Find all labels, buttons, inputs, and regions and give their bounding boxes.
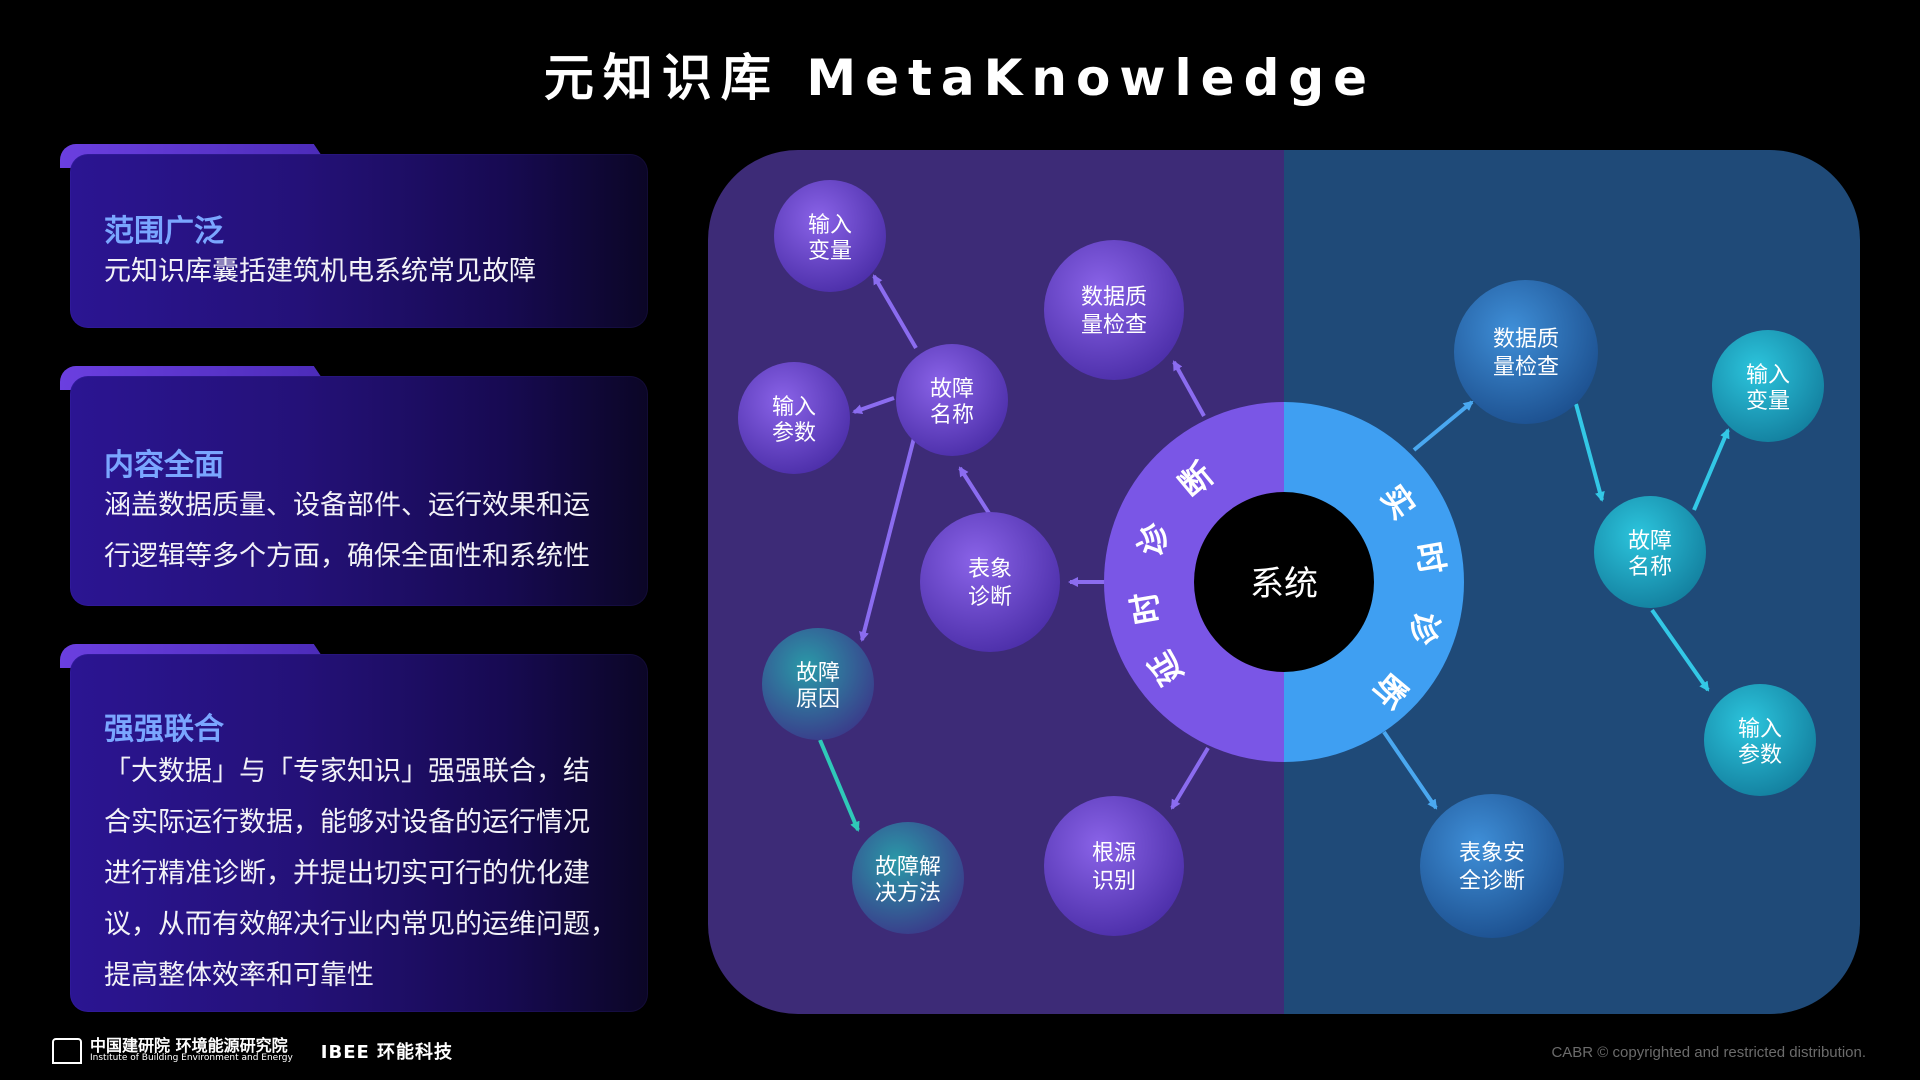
card-line: 提高整体效率和可靠性 — [104, 960, 374, 991]
svg-text:故障: 故障 — [796, 661, 840, 686]
card-line: 进行精准诊断，并提出切实可行的优化建 — [104, 858, 590, 889]
svg-text:诊断: 诊断 — [968, 585, 1012, 610]
svg-text:表象: 表象 — [968, 557, 1012, 582]
institute-emblem-icon — [52, 1038, 82, 1064]
feature-card-content: 内容全面 涵盖数据质量、设备部件、运行效果和运 行逻辑等多个方面，确保全面性和系… — [60, 366, 648, 606]
page-title: 元知识库 MetaKnowledge — [543, 49, 1377, 107]
svg-text:名称: 名称 — [930, 403, 974, 428]
svg-text:参数: 参数 — [1738, 743, 1782, 768]
card-text: 元知识库囊括建筑机电系统常见故障 — [104, 246, 628, 297]
card-line: 行逻辑等多个方面，确保全面性和系统性 — [104, 541, 590, 572]
svg-text:量检查: 量检查 — [1493, 355, 1559, 380]
svg-text:全诊断: 全诊断 — [1459, 869, 1525, 894]
card-line: 合实际运行数据，能够对设备的运行情况 — [104, 807, 590, 838]
diagnosis-diagram: 系统 延 时 诊 断 实 时 诊 断 输入 变量 输入 参数 故障 名称 — [708, 150, 1860, 1014]
svg-text:原因: 原因 — [796, 687, 840, 712]
right-node-fault-name: 故障 名称 — [1594, 496, 1706, 608]
arrow-fault-name-to-right-input-var — [1692, 428, 1730, 511]
left-node-input-param: 输入 参数 — [738, 362, 850, 474]
org-subtitle: Institute of Building Environment and En… — [90, 1053, 293, 1063]
left-node-input-var: 输入 变量 — [774, 180, 886, 292]
svg-text:根源: 根源 — [1092, 841, 1136, 866]
card-text: 「大数据」与「专家知识」强强联合，结 合实际运行数据，能够对设备的运行情况 进行… — [104, 746, 628, 1001]
arrow-ring-to-data-quality — [1172, 360, 1206, 417]
arrow-fault-name-to-input-param — [852, 396, 895, 415]
arrow-ring-to-root — [1170, 746, 1210, 810]
right-node-data-quality: 数据质 量检查 — [1454, 280, 1598, 424]
left-node-fault-name: 故障 名称 — [896, 344, 1008, 456]
right-ring-char: 时 — [1409, 539, 1452, 577]
right-node-input-var: 输入 变量 — [1712, 330, 1824, 442]
org-name: 中国建研院 环境能源研究院 Institute of Building Envi… — [90, 1036, 293, 1064]
card-line: 「大数据」与「专家知识」强强联合，结 — [104, 756, 590, 787]
arrow-fault-name-to-cause — [859, 437, 916, 642]
left-node-root-cause: 根源 识别 — [1044, 796, 1184, 936]
feature-card-synergy: 强强联合 「大数据」与「专家知识」强强联合，结 合实际运行数据，能够对设备的运行… — [60, 644, 648, 1012]
card-line: 议，从而有效解决行业内常见的运维问题， — [104, 909, 617, 940]
arrow-fault-name-to-input-var — [872, 274, 918, 350]
arrow-cause-to-solution — [818, 739, 860, 832]
svg-text:故障解: 故障解 — [875, 855, 941, 880]
right-node-symptom-safety: 表象安 全诊断 — [1420, 794, 1564, 938]
svg-text:数据质: 数据质 — [1081, 285, 1147, 310]
svg-text:输入: 输入 — [808, 213, 852, 238]
arrow-ring-to-symptom-safety — [1382, 730, 1438, 810]
svg-text:参数: 参数 — [772, 421, 816, 446]
card-body: 强强联合 「大数据」与「专家知识」强强联合，结 合实际运行数据，能够对设备的运行… — [70, 654, 648, 1012]
right-node-input-param: 输入 参数 — [1704, 684, 1816, 796]
card-line: 涵盖数据质量、设备部件、运行效果和运 — [104, 490, 590, 521]
left-node-fault-solution: 故障解 决方法 — [852, 822, 964, 934]
center-label: 系统 — [1250, 564, 1318, 604]
svg-text:故障: 故障 — [1628, 529, 1672, 554]
left-ring-char: 时 — [1125, 589, 1168, 627]
copyright-notice: CABR © copyrighted and restricted distri… — [1551, 1044, 1866, 1061]
svg-text:输入: 输入 — [1738, 717, 1782, 742]
svg-text:输入: 输入 — [1746, 363, 1790, 388]
card-body: 内容全面 涵盖数据质量、设备部件、运行效果和运 行逻辑等多个方面，确保全面性和系… — [70, 376, 648, 606]
arrow-symptom-to-fault-name — [958, 466, 994, 520]
arrow-data-quality-to-fault-name — [1574, 403, 1605, 502]
feature-card-scope: 范围广泛 元知识库囊括建筑机电系统常见故障 — [60, 144, 648, 328]
svg-text:故障: 故障 — [930, 377, 974, 402]
center-system-node — [1194, 492, 1374, 672]
svg-text:输入: 输入 — [772, 395, 816, 420]
svg-text:决方法: 决方法 — [875, 881, 941, 906]
svg-text:数据质: 数据质 — [1493, 327, 1559, 352]
card-line: 元知识库囊括建筑机电系统常见故障 — [104, 256, 536, 287]
left-node-symptom-diagnosis: 表象 诊断 — [920, 512, 1060, 652]
card-heading: 内容全面 — [104, 448, 224, 483]
card-text: 涵盖数据质量、设备部件、运行效果和运 行逻辑等多个方面，确保全面性和系统性 — [104, 480, 628, 582]
left-node-fault-cause: 故障 原因 — [762, 628, 874, 740]
arrow-ring-to-right-data-quality — [1412, 400, 1474, 452]
svg-text:名称: 名称 — [1628, 555, 1672, 580]
svg-text:变量: 变量 — [808, 239, 852, 264]
svg-text:变量: 变量 — [1746, 389, 1790, 414]
footer-logo: 中国建研院 环境能源研究院 Institute of Building Envi… — [52, 1038, 453, 1064]
svg-text:表象安: 表象安 — [1459, 841, 1525, 866]
card-body: 范围广泛 元知识库囊括建筑机电系统常见故障 — [70, 154, 648, 328]
left-node-data-quality: 数据质 量检查 — [1044, 240, 1184, 380]
card-heading: 强强联合 — [104, 712, 224, 747]
svg-text:量检查: 量检查 — [1081, 313, 1147, 338]
card-heading: 范围广泛 — [104, 214, 224, 249]
brand-name: IBEE 环能科技 — [320, 1042, 454, 1063]
arrow-fault-name-to-right-input-param — [1650, 608, 1710, 692]
svg-text:识别: 识别 — [1092, 869, 1136, 894]
